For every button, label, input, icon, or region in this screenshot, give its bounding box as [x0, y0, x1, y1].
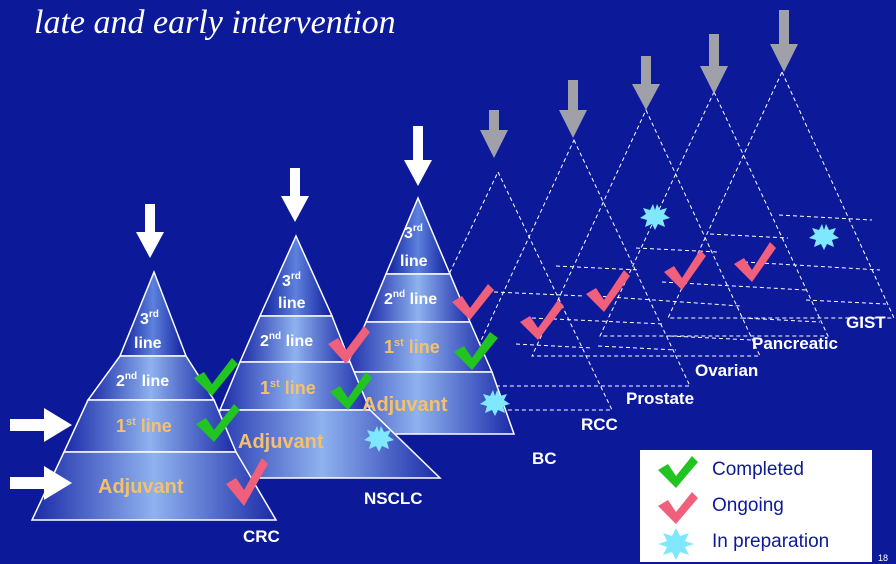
preparation-star-icon [364, 426, 394, 452]
legend-label-completed: Completed [712, 459, 804, 480]
nsclc-adjuvant-label: Adjuvant [238, 431, 324, 453]
crc-adjuvant-label: Adjuvant [98, 476, 184, 498]
completed-check-icon [330, 372, 372, 410]
arrow-down-nsclc [281, 168, 309, 222]
pyramid-name-rcc: RCC [581, 415, 618, 434]
crc-tier3-label: 3rd [140, 309, 159, 328]
pyramid-name-bc: BC [532, 449, 557, 468]
pyramid-prostate [459, 138, 691, 387]
legend-item-ongoing: Ongoing [640, 490, 872, 524]
crc-tier2-label: 2nd line [116, 371, 169, 390]
ongoing-check-icon [520, 300, 564, 340]
ongoing-check-icon [226, 458, 268, 506]
arrow-down-gist [770, 10, 798, 72]
pyramid-name-crc: CRC [243, 527, 280, 546]
pyramid-bc [318, 196, 516, 435]
completed-check-icon [196, 404, 240, 442]
nsclc-tier3-label: 3rd [282, 271, 301, 290]
legend: Completed Ongoing In preparation [640, 450, 872, 562]
ongoing-check-icon [586, 270, 630, 312]
preparation-star-icon [640, 204, 670, 230]
completed-check-icon [194, 358, 238, 396]
arrow-down-ovarian [632, 56, 660, 110]
legend-item-preparation: In preparation [640, 526, 872, 560]
nsclc-tier3-label-line: line [278, 295, 306, 312]
bc-adjuvant-label: Adjuvant [362, 394, 448, 416]
pyramid-name-nsclc: NSCLC [364, 489, 423, 508]
pyramid-gist [667, 70, 895, 319]
preparation-star-icon [809, 224, 839, 250]
bc-tier1-label: 1st line [384, 337, 440, 357]
arrow-down-crc [136, 204, 164, 258]
page-number: 18 [878, 553, 889, 563]
pyramid-name-gist: GIST [846, 313, 886, 332]
pyramid-pancreatic [599, 90, 829, 337]
legend-label-preparation: In preparation [712, 531, 830, 552]
slide-title: late and early intervention [34, 4, 396, 41]
arrow-down-prostate [559, 80, 587, 138]
ongoing-check-icon [734, 242, 776, 282]
crc-tier1-label: 1st line [116, 416, 172, 436]
pyramid-ovarian [531, 108, 761, 357]
arrow-right-first-line [10, 408, 72, 442]
nsclc-tier1-label: 1st line [260, 378, 316, 398]
preparation-star-icon [480, 390, 510, 416]
crc-tier3-label-line: line [134, 335, 162, 352]
bc-tier3-label-line: line [400, 253, 428, 270]
bc-tier2-label: 2nd line [384, 289, 437, 308]
arrow-down-pancreatic [700, 34, 728, 94]
pyramid-name-ovarian: Ovarian [695, 361, 758, 380]
arrow-down-rcc [480, 110, 508, 158]
bc-tier3-label: 3rd [404, 223, 423, 242]
completed-check-icon [658, 456, 698, 488]
arrow-right-adjuvant [10, 466, 72, 500]
legend-item-completed: Completed [640, 454, 872, 488]
ongoing-check-icon [328, 326, 370, 364]
completed-check-icon [454, 332, 498, 370]
ongoing-check-icon [452, 284, 494, 320]
arrow-down-bc [404, 126, 432, 186]
pyramid-crc [30, 269, 278, 521]
pyramid-name-pancreatic: Pancreatic [752, 334, 838, 353]
nsclc-tier2-label: 2nd line [260, 331, 313, 350]
preparation-star-icon [658, 528, 694, 560]
ongoing-check-icon [664, 250, 706, 290]
pyramid-name-prostate: Prostate [626, 389, 694, 408]
legend-label-ongoing: Ongoing [712, 495, 784, 516]
ongoing-check-icon [658, 492, 698, 524]
